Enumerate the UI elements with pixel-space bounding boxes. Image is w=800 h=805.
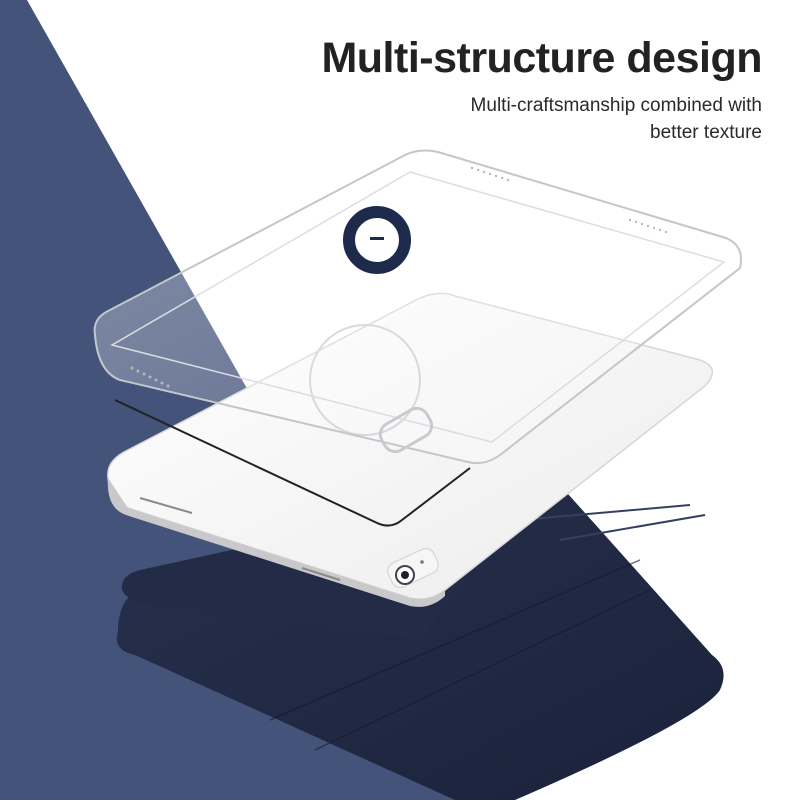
folio-crease xyxy=(559,514,706,541)
speaker-grille xyxy=(130,166,668,388)
page-title: Multi-structure design xyxy=(321,34,762,82)
volume-button xyxy=(139,497,193,514)
folio-crease xyxy=(314,589,651,751)
power-button xyxy=(301,567,341,581)
camera-module xyxy=(387,548,439,588)
case-bezel-line xyxy=(114,399,471,527)
subtitle-line-1: Multi-craftsmanship combined with xyxy=(470,95,762,116)
subtitle-line-2: better texture xyxy=(650,122,762,143)
folio-crease xyxy=(519,504,691,521)
magnetic-ring xyxy=(343,206,411,274)
clear-case-inner-rim xyxy=(110,171,726,443)
folio-crease xyxy=(269,559,641,721)
subtitle: Multi-craftsmanship combined with better… xyxy=(321,92,762,146)
clear-case xyxy=(93,149,742,465)
case-camera-cutout xyxy=(378,406,434,454)
headline-block: Multi-structure design Multi-craftsmansh… xyxy=(321,30,762,146)
